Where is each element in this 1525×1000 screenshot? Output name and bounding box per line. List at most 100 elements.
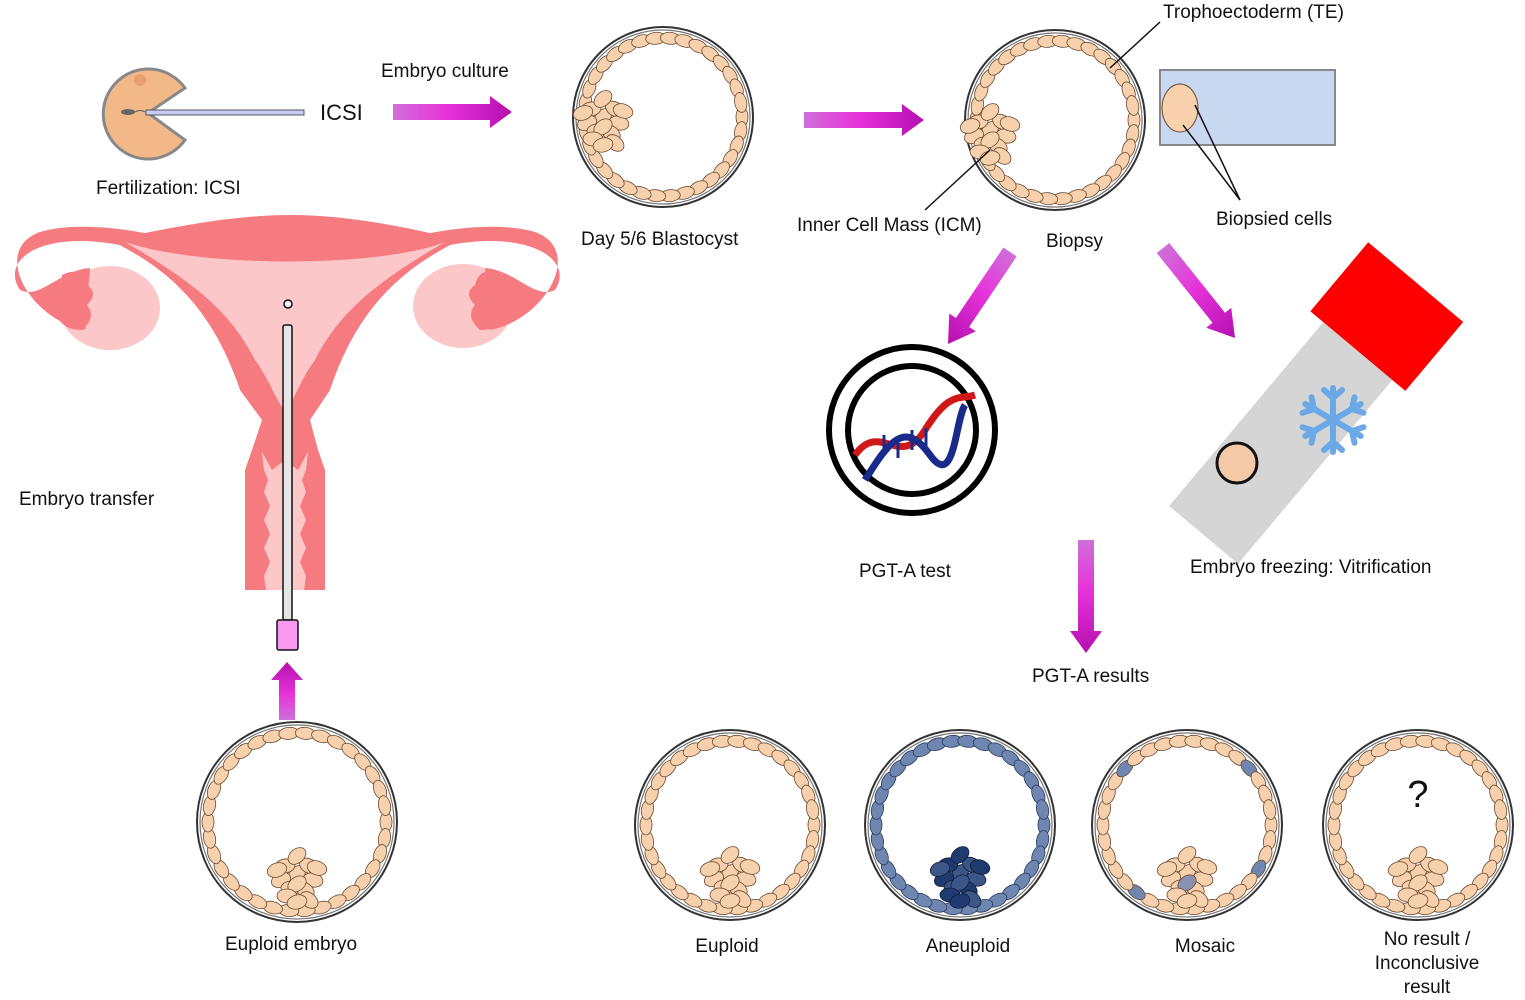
straw-cap: [1310, 242, 1464, 391]
embryo-transfer-label: Embryo transfer: [19, 489, 155, 510]
trophectoderm-cell: [1126, 95, 1140, 116]
trophectoderm-cell: [1262, 799, 1277, 820]
icm-cell: [720, 846, 740, 864]
icm-cell: [1156, 861, 1178, 877]
fallopian-tube-right: [375, 226, 560, 330]
zona-pellucida: [196, 721, 398, 923]
result-label-inconclusive: No result / Inconclusive result: [1374, 929, 1480, 998]
trophectoderm-cell: [377, 795, 392, 816]
zona-pellucida: [1091, 729, 1283, 921]
arm-tip: [1348, 394, 1367, 416]
sperm-tail: [134, 110, 146, 113]
oocyte: [101, 67, 188, 161]
icm-cell: [969, 859, 991, 875]
snowflake-arm: [1299, 417, 1336, 446]
pgta-results-label: PGT-A results: [1032, 666, 1150, 687]
icm-cell: [1427, 859, 1449, 875]
icm-cell: [980, 103, 1000, 121]
blastocyst-illustrations: ?: [196, 26, 1514, 923]
arrow-shape: [393, 96, 512, 128]
vitrification-illustration: [1169, 242, 1464, 564]
transfer-catheter: [282, 324, 293, 621]
day5-blastocyst: [572, 26, 754, 208]
blastocyst-label: Day 5/6 Blastocyst: [581, 229, 739, 250]
zona-inner: [867, 732, 1053, 918]
icm-cell: [699, 861, 721, 877]
arrow-to-results: [1070, 540, 1102, 653]
biopsy-illustration: [924, 21, 1336, 211]
arrow-shape: [804, 104, 924, 136]
flow-arrows: [271, 96, 1235, 720]
icm-cell: [950, 846, 970, 864]
arm-line: [1302, 417, 1336, 439]
zona-pellucida: [1322, 729, 1514, 921]
fertilization-label: Fertilization: ICSI: [96, 178, 241, 199]
zona-pellucida: [572, 26, 754, 208]
uterus-illustration: [14, 215, 560, 651]
trophectoderm-cell: [1035, 799, 1050, 820]
zona-pellucida: [864, 729, 1056, 921]
result-embryo-euploid: [634, 729, 826, 921]
arrow-to-transfer: [271, 662, 303, 720]
icm-cell: [929, 861, 951, 877]
trophectoderm-cell: [805, 799, 820, 820]
frozen-embryo: [1215, 441, 1259, 485]
icm-cell: [1177, 846, 1197, 864]
snowflake-arm: [1321, 385, 1345, 423]
icm-cell: [266, 862, 288, 878]
arm-line: [1330, 417, 1364, 439]
arm-tip: [1348, 424, 1367, 446]
icsi-label: ICSI: [320, 100, 363, 125]
trophectoderm-cell: [1493, 799, 1508, 820]
fimbriae-right: [469, 271, 505, 330]
arm-line: [1330, 401, 1364, 423]
arm-tip: [1299, 424, 1318, 446]
te-pointer: [1109, 21, 1161, 69]
snowflake-arm: [1299, 394, 1336, 423]
icm-cell: [612, 103, 634, 119]
icm-cell: [593, 90, 613, 108]
question-mark: ?: [1407, 774, 1428, 816]
euploid-embryo: [196, 721, 398, 923]
icm-cell: [719, 893, 741, 909]
biopsied-blastocyst: [959, 29, 1146, 211]
icm-cell: [287, 847, 307, 865]
icm-cell: [999, 116, 1021, 132]
icm-cell: [959, 118, 981, 134]
polar-body: [134, 74, 146, 86]
fimbriae-left: [57, 271, 93, 330]
result-label-aneuploid: Aneuploid: [925, 936, 1011, 957]
ivf-pgta-diagram: ? Fertilization: ICSI ICSI Embryo cultur…: [14, 2, 1514, 998]
vitrification-straw: [1169, 242, 1464, 564]
biopsy-label: Biopsy: [1046, 231, 1104, 252]
biopsied-cells: [1161, 83, 1199, 133]
vitrification-label: Embryo freezing: Vitrification: [1190, 557, 1432, 578]
euploid-embryo-label: Euploid embryo: [225, 934, 358, 955]
straw-body: [1169, 322, 1393, 564]
arm-tip: [1299, 394, 1318, 416]
result-embryo-unknown: ?: [1322, 729, 1514, 921]
icsi-pipette: [145, 109, 305, 116]
arrow-to-pgta: [948, 247, 1017, 344]
biopsied-cells-label: Biopsied cells: [1216, 209, 1333, 230]
icm-cell: [1408, 846, 1428, 864]
zona-pellucida: [634, 729, 826, 921]
diagram-artwork: ?: [14, 21, 1514, 923]
zona-inner: [637, 732, 823, 918]
result-label-mosaic: Mosaic: [1174, 936, 1236, 957]
transferred-embryo: [283, 299, 293, 309]
icm-pointer: [924, 149, 991, 211]
pgta-test-illustration: [826, 344, 998, 516]
icm-cell: [1196, 859, 1218, 875]
biopsied-pointer-2: [1182, 124, 1241, 201]
result-embryo-aneuploid: [864, 729, 1056, 921]
arrow-to-freeze: [1156, 243, 1235, 338]
arrow-to-biopsy: [804, 104, 924, 136]
oocyte-icsi-illustration: [101, 67, 305, 161]
trophectoderm-label: Trophoectoderm (TE): [1163, 2, 1344, 23]
icm-label: Inner Cell Mass (ICM): [797, 215, 982, 236]
icm-cell: [1387, 861, 1409, 877]
icm-cell: [1176, 893, 1198, 909]
icm-cell: [1407, 893, 1429, 909]
result-label-euploid: Euploid: [695, 936, 759, 957]
